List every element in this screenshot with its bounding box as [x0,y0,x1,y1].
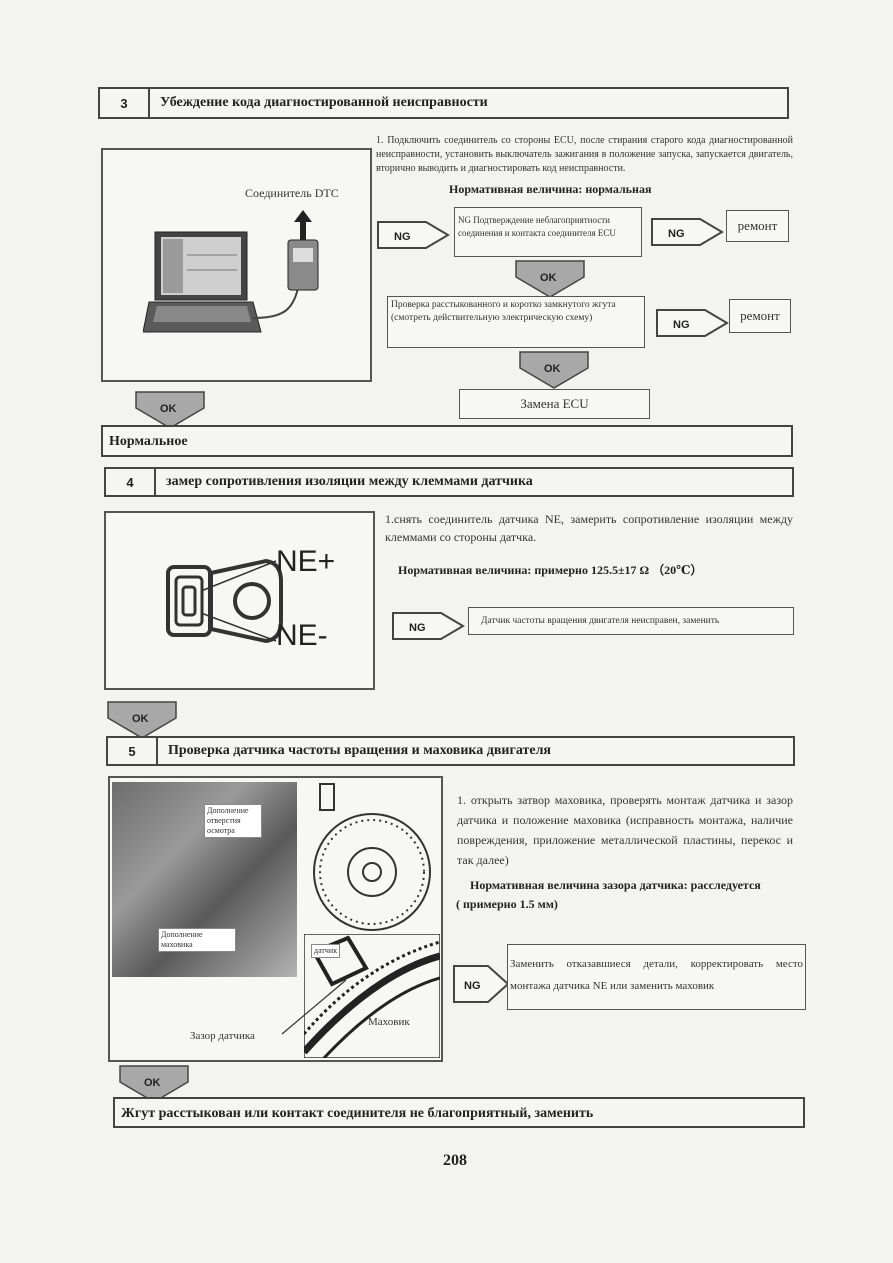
page-number: 208 [443,1152,467,1169]
ok-arrow-step4: OK [106,700,178,740]
ng-label: NG [673,319,690,331]
inspection-hole-label: Дополнение отверстия осмотра [204,804,262,838]
ng-arrow-3: NG [655,306,731,340]
ne-sensor-connector-illustration: NE+ NE- [104,511,375,690]
ng-label: NG [409,622,426,634]
ne-connector-image [166,558,283,644]
sensor-faulty-note: Датчик частоты вращения двигателя неиспр… [468,607,794,635]
flywheel-addition-label: Дополнение маховика [158,928,236,952]
repair-box-2: ремонт [729,299,791,333]
ng-label: NG [394,231,411,243]
ecu-connector-check-note: NG Подтверждение неблагоприятности соеди… [454,207,642,257]
ok-arrow-1: OK [514,259,586,299]
flywheel-inspection-illustration: Дополнение отверстия осмотра Дополнение … [108,776,443,1062]
gap-pointer-line [281,979,347,1035]
step4-instruction: 1.снять соединитель датчика NE, замерить… [385,512,793,544]
harness-check-note: Проверка расстыкованного и коротко замкн… [387,296,645,348]
ok-arrow-step3: OK [134,390,206,430]
step4-title: замер сопротивления изоляции между клемм… [166,474,533,489]
ng-arrow-2: NG [650,215,726,249]
repair-box-1: ремонт [726,210,789,242]
ng-arrow-step4: NG [391,609,467,643]
step4-number: 4 [106,469,156,495]
step3-header: 3 Убеждение кода диагностированной неисп… [98,87,789,119]
step3-instruction: 1. Подключить соединитель со стороны ECU… [376,135,793,174]
ok-label: OK [540,272,557,284]
ng-arrow-1: NG [376,218,452,252]
ne-plus-label: NE+ [276,545,336,578]
sensor-gap-label: Зазор датчика [190,1030,255,1042]
ng-arrow-step5: NG [452,962,512,1006]
ok-label: OK [132,713,149,725]
ok-label: OK [160,403,177,415]
laptop-dtc-image [143,210,319,333]
step5-result-bar: Жгут расстыкован или контакт соединителя… [113,1097,805,1128]
step5-normal-value-line1: Нормативная величина зазора датчика: рас… [470,878,761,892]
step5-normal-value-line2: ( примерно 1.5 мм) [456,897,558,911]
ok-arrow-step5: OK [118,1064,190,1104]
step5-instruction: 1. открыть затвор маховика, проверять мо… [457,793,793,867]
step5-number: 5 [108,738,158,764]
replace-ecu-box: Замена ECU [459,389,650,419]
sensor-label: датчик [311,944,341,958]
step4-header: 4 замер сопротивления изоляции между кле… [104,467,794,497]
ng-label: NG [668,228,685,240]
step3-number: 3 [100,89,150,117]
step3-normal-value: Нормативная величина: нормальная [449,182,652,196]
ng-label: NG [464,980,481,992]
flywheel-label: Маховик [368,1016,410,1028]
replace-parts-note: Заменить отказавшиеся детали, корректиро… [507,944,806,1010]
dtc-connector-illustration: Соединитель DTC [101,148,372,382]
ok-label: OK [144,1077,161,1089]
step5-title: Проверка датчика частоты вращения и махо… [168,743,551,758]
ne-minus-label: NE- [276,619,328,652]
dtc-connector-label: Соединитель DTC [245,186,339,200]
ok-label: OK [544,363,561,375]
ok-arrow-2: OK [518,350,590,390]
flywheel-diagram [313,783,431,931]
step5-header: 5 Проверка датчика частоты вращения и ма… [106,736,795,766]
step3-title: Убеждение кода диагностированной неиспра… [160,95,488,110]
step4-normal-value: Нормативная величина: примерно 125.5±17 … [398,563,703,577]
step3-result-bar: Нормальное [101,425,793,457]
